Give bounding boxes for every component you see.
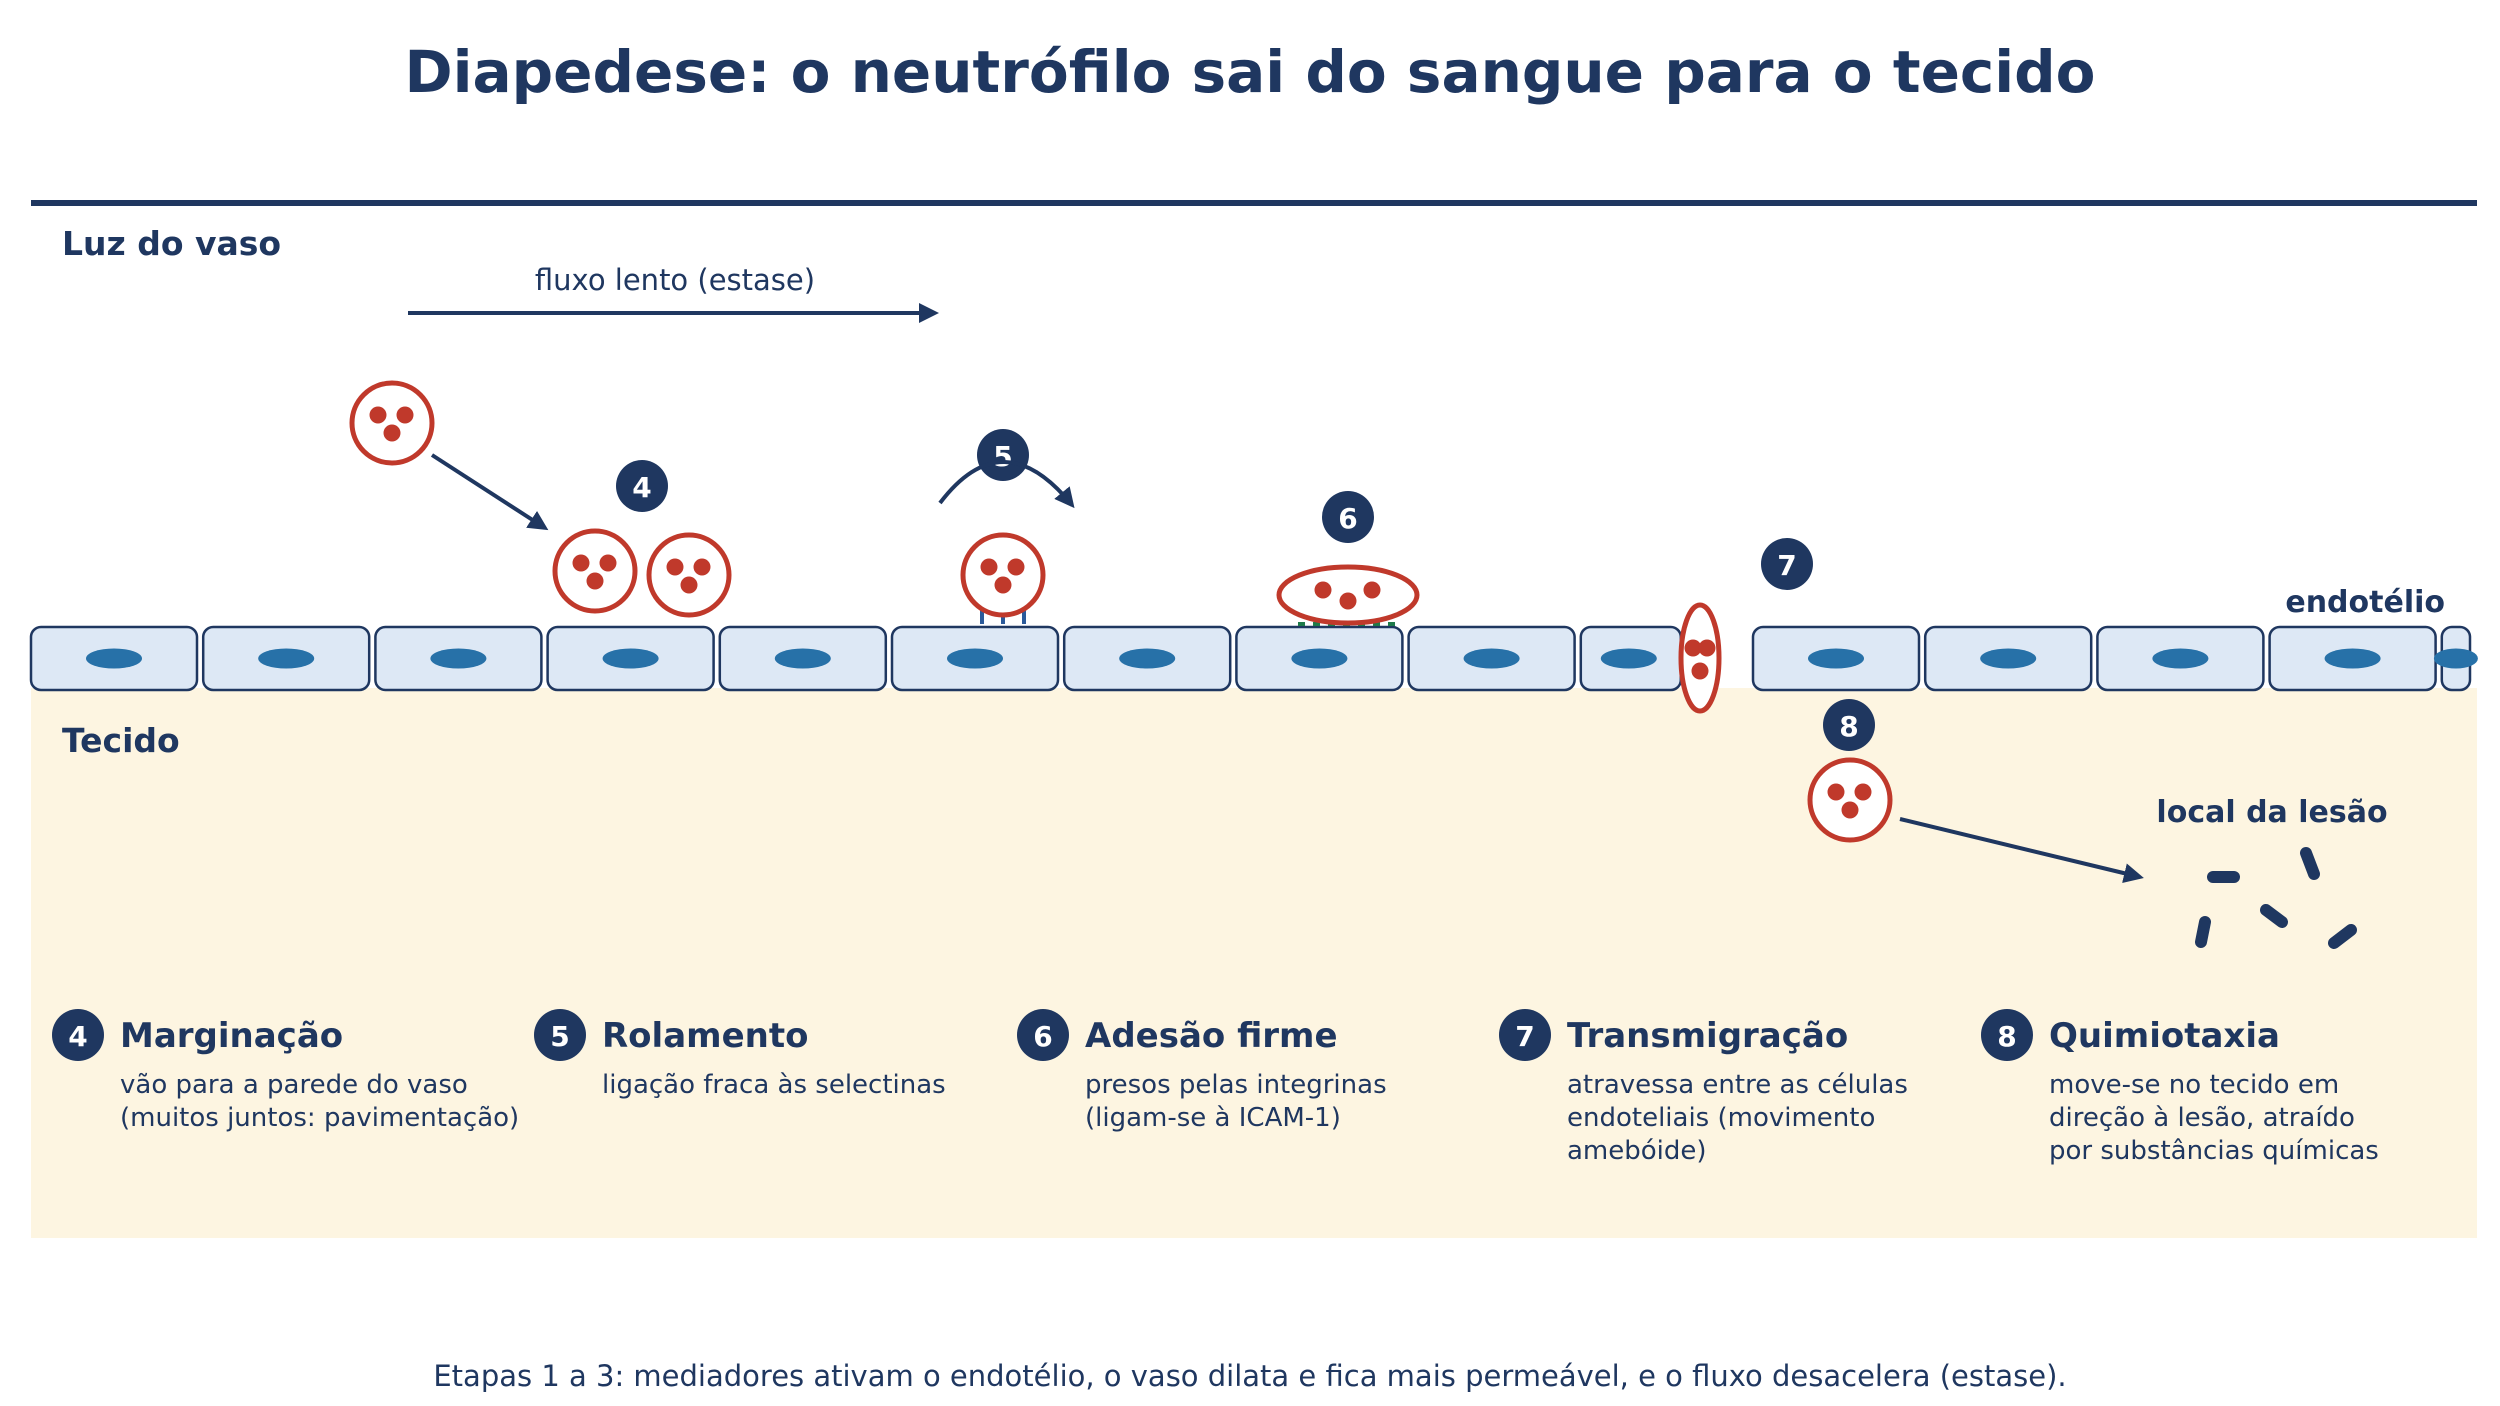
neutrophil-transmigrating (1678, 602, 1722, 714)
endothelial-cell (890, 625, 1060, 692)
endothelial-cell (2433, 625, 2478, 692)
endothelium-label: endotélio (2285, 585, 2445, 620)
cell-nucleus (947, 648, 1003, 669)
cell-nucleus (1808, 648, 1864, 669)
step-8-legend: 8 Quimiotaxia move-se no tecido emdireção … (1981, 1009, 2379, 1166)
neutrophil-approaching (349, 380, 435, 466)
neutrophil-marginated-1 (552, 528, 638, 614)
step-4-marker: 4 (616, 460, 668, 512)
step-title: Adesão firme (1085, 1016, 1338, 1056)
endothelial-cell (546, 625, 715, 692)
step-8-marker: 8 (1823, 699, 1875, 751)
step-description-line: direção à lesão, atraído (2049, 1103, 2355, 1133)
endothelial-cell (1407, 625, 1576, 692)
steps-legend: 4 Marginação vão para a parede do vaso(mui… (52, 1009, 2379, 1166)
step-title: Transmigração (1567, 1016, 1848, 1056)
step-number: 6 (1033, 1020, 1052, 1053)
step-description-line: vão para a parede do vaso (120, 1070, 468, 1100)
cell-nucleus (602, 648, 659, 669)
step-number: 4 (68, 1020, 87, 1053)
cell-nucleus (1980, 648, 2037, 669)
cell-nucleus (1600, 648, 1657, 669)
endothelial-cell (1751, 625, 1921, 692)
step-number-badge (1981, 1009, 2033, 1061)
step-description-line: move-se no tecido em (2049, 1070, 2339, 1100)
step-number-badge (534, 1009, 586, 1061)
step-title: Rolamento (602, 1016, 808, 1056)
cell-nucleus (1463, 648, 1520, 669)
step-6-legend: 6 Adesão firme presos pelas integrinas(lig… (1017, 1009, 1387, 1133)
endothelial-cell (2096, 625, 2265, 692)
tissue-area (31, 688, 2477, 1238)
svg-text:7: 7 (1777, 549, 1796, 582)
cell-nucleus (1119, 648, 1176, 669)
step-7-legend: 7 Transmigração atravessa entre as células… (1499, 1009, 1908, 1166)
endothelial-cell (1923, 625, 2093, 692)
endothelium-layer (29, 625, 2478, 692)
cell-nucleus (430, 648, 487, 669)
cell-nucleus (86, 648, 142, 669)
step-description-line: amebóide) (1567, 1136, 1707, 1166)
step-title: Quimiotaxia (2049, 1016, 2280, 1056)
svg-text:8: 8 (1839, 710, 1858, 743)
endothelial-cell (201, 625, 371, 692)
footer-note: Etapas 1 a 3: mediadores ativam o endoté… (433, 1359, 2066, 1393)
neutrophil-adhered (1276, 564, 1420, 626)
step-7-marker: 7 (1761, 538, 1813, 590)
step-number: 8 (1997, 1020, 2016, 1053)
svg-text:4: 4 (632, 471, 651, 504)
svg-text:6: 6 (1338, 502, 1357, 535)
step-title: Marginação (120, 1016, 343, 1056)
cell-nucleus (2324, 648, 2381, 669)
step-number-badge (1017, 1009, 1069, 1061)
step-number: 5 (550, 1020, 569, 1053)
svg-text:5: 5 (993, 440, 1012, 473)
endothelial-cell (1062, 625, 1232, 692)
step-4-legend: 4 Marginação vão para a parede do vaso(mui… (52, 1009, 519, 1133)
rolling-arrow (938, 460, 1075, 509)
step-6-marker: 6 (1322, 491, 1374, 543)
step-number-badge (52, 1009, 104, 1061)
step-5-marker: 5 (977, 429, 1029, 481)
neutrophil-marginated-2 (646, 532, 732, 618)
step-description-line: presos pelas integrinas (1085, 1070, 1387, 1100)
step-description-line: atravessa entre as células (1567, 1070, 1908, 1100)
lumen-label: Luz do vaso (62, 224, 281, 263)
cell-nucleus (774, 648, 831, 669)
margination-arrow (430, 453, 549, 531)
flow-label: fluxo lento (estase) (535, 263, 815, 297)
chemotaxis-arrow (1899, 817, 2144, 883)
step-description-line: ligação fraca às selectinas (602, 1070, 946, 1100)
lesion-label: local da lesão (2156, 795, 2387, 830)
endothelial-cell (1579, 625, 1683, 692)
step-description-line: (ligam-se à ICAM-1) (1085, 1103, 1341, 1133)
endothelial-cell (29, 625, 199, 692)
neutrophil-rolling (960, 532, 1046, 618)
cell-nucleus (2152, 648, 2209, 669)
step-description-line: endoteliais (movimento (1567, 1103, 1875, 1133)
step-5-legend: 5 Rolamento ligação fraca às selectinas (534, 1009, 946, 1100)
step-description-line: por substâncias químicas (2049, 1136, 2379, 1166)
endothelial-cell (2268, 625, 2437, 692)
step-description-line: (muitos juntos: pavimentação) (120, 1103, 519, 1133)
cell-nucleus (2433, 648, 2478, 669)
cell-nucleus (258, 648, 315, 669)
tissue-label: Tecido (62, 721, 180, 760)
step-number: 7 (1515, 1020, 1534, 1053)
endothelial-cell (374, 625, 543, 692)
page-title: Diapedese: o neutrófilo sai do sangue pa… (404, 38, 2095, 106)
cell-nucleus (1291, 648, 1348, 669)
step-number-badge (1499, 1009, 1551, 1061)
endothelial-cell (1235, 625, 1404, 692)
endothelial-cell (718, 625, 888, 692)
lesion-bacteria-icon (2195, 847, 2357, 949)
neutrophil-chemotaxis (1807, 757, 1893, 843)
